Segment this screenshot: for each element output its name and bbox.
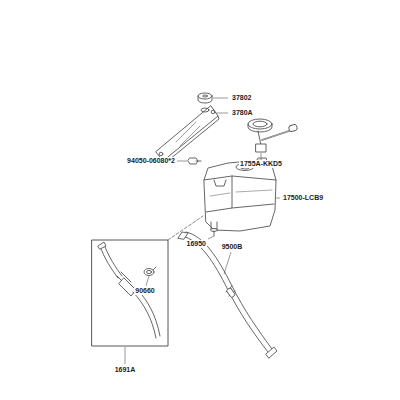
part-drawings [92,93,298,358]
callout-number: 1755A-KKD5 [239,160,283,168]
assembly-line [168,216,203,240]
callout-number: 1691A [114,366,137,374]
leader-lines [125,98,280,364]
hose-clip [144,267,156,276]
callout-number: 17500-LCB9 [282,194,324,202]
callout-number: 37802 [231,94,252,102]
fuel-tank [204,158,276,231]
callout-number: 3780A [231,109,254,117]
bracket [156,106,219,164]
callout-number: 16950 [186,240,207,248]
bolt [188,158,201,164]
filter-assembly [92,240,168,346]
callout-number: 9500B [221,243,244,251]
callout-number: 94050-06080*2 [126,157,176,165]
hose [178,232,277,358]
drain-fitting [211,222,218,236]
callout-number: 90660 [134,287,155,295]
rubber-washer [198,93,212,103]
fuel-gauge [248,119,298,152]
